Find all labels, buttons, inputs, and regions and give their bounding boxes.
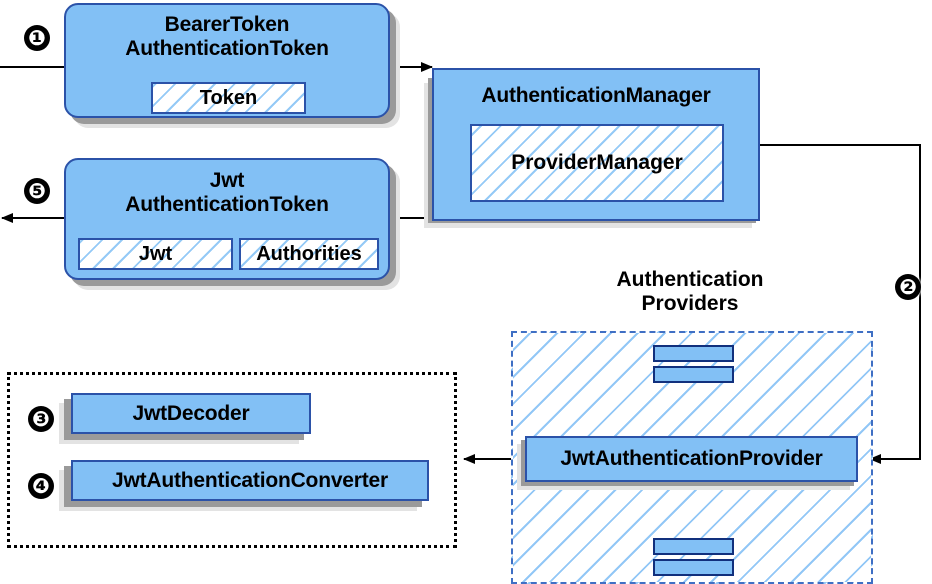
step-bullet-5: ❺ bbox=[24, 178, 50, 204]
bearer-token-title-line1: BearerToken bbox=[164, 13, 290, 36]
authentication-manager-inner-provider-manager[interactable]: ProviderManager bbox=[470, 124, 724, 202]
step-bullet-2: ❷ bbox=[895, 274, 921, 300]
provider-mini-bar-bottom-1 bbox=[653, 538, 734, 555]
provider-mini-bar-bottom-2 bbox=[653, 559, 734, 576]
provider-mini-bar-top-1 bbox=[653, 345, 734, 362]
jwt-authentication-provider-label: JwtAuthenticationProvider bbox=[560, 447, 823, 471]
node-jwt-authentication-token[interactable]: Jwt AuthenticationToken Jwt Authorities bbox=[64, 158, 390, 280]
jwt-decoder-label: JwtDecoder bbox=[132, 401, 250, 425]
authentication-providers-label: Authentication Providers bbox=[565, 268, 815, 316]
authentication-manager-title: AuthenticationManager bbox=[481, 84, 711, 107]
jwt-support-components-region bbox=[7, 372, 457, 548]
jwt-token-inner-jwt[interactable]: Jwt bbox=[78, 238, 233, 270]
node-jwt-authentication-converter[interactable]: JwtAuthenticationConverter bbox=[71, 460, 429, 501]
jwt-authentication-converter-label: JwtAuthenticationConverter bbox=[112, 468, 388, 492]
step-bullet-1: ❶ bbox=[24, 25, 50, 51]
bearer-token-inner-token[interactable]: Token bbox=[151, 82, 306, 114]
jwt-token-title-line2: AuthenticationToken bbox=[125, 192, 329, 216]
provider-mini-bar-top-2 bbox=[653, 366, 734, 383]
bearer-token-title: BearerToken AuthenticationToken bbox=[125, 13, 329, 60]
authentication-providers-label-line2: Providers bbox=[641, 292, 739, 316]
jwt-token-inner-authorities[interactable]: Authorities bbox=[239, 238, 379, 270]
step-bullet-3: ❸ bbox=[28, 406, 54, 432]
jwt-token-title: Jwt AuthenticationToken bbox=[125, 169, 329, 216]
bearer-token-title-line2: AuthenticationToken bbox=[125, 36, 329, 60]
jwt-token-title-line1: Jwt bbox=[209, 169, 245, 192]
node-authentication-manager[interactable]: AuthenticationManager ProviderManager bbox=[432, 68, 760, 221]
node-bearer-token-authentication-token[interactable]: BearerToken AuthenticationToken Token bbox=[64, 3, 390, 118]
node-jwt-decoder[interactable]: JwtDecoder bbox=[71, 393, 311, 434]
authentication-providers-label-line1: Authentication bbox=[616, 268, 764, 291]
step-bullet-4: ❹ bbox=[28, 473, 54, 499]
node-jwt-authentication-provider[interactable]: JwtAuthenticationProvider bbox=[525, 436, 858, 482]
